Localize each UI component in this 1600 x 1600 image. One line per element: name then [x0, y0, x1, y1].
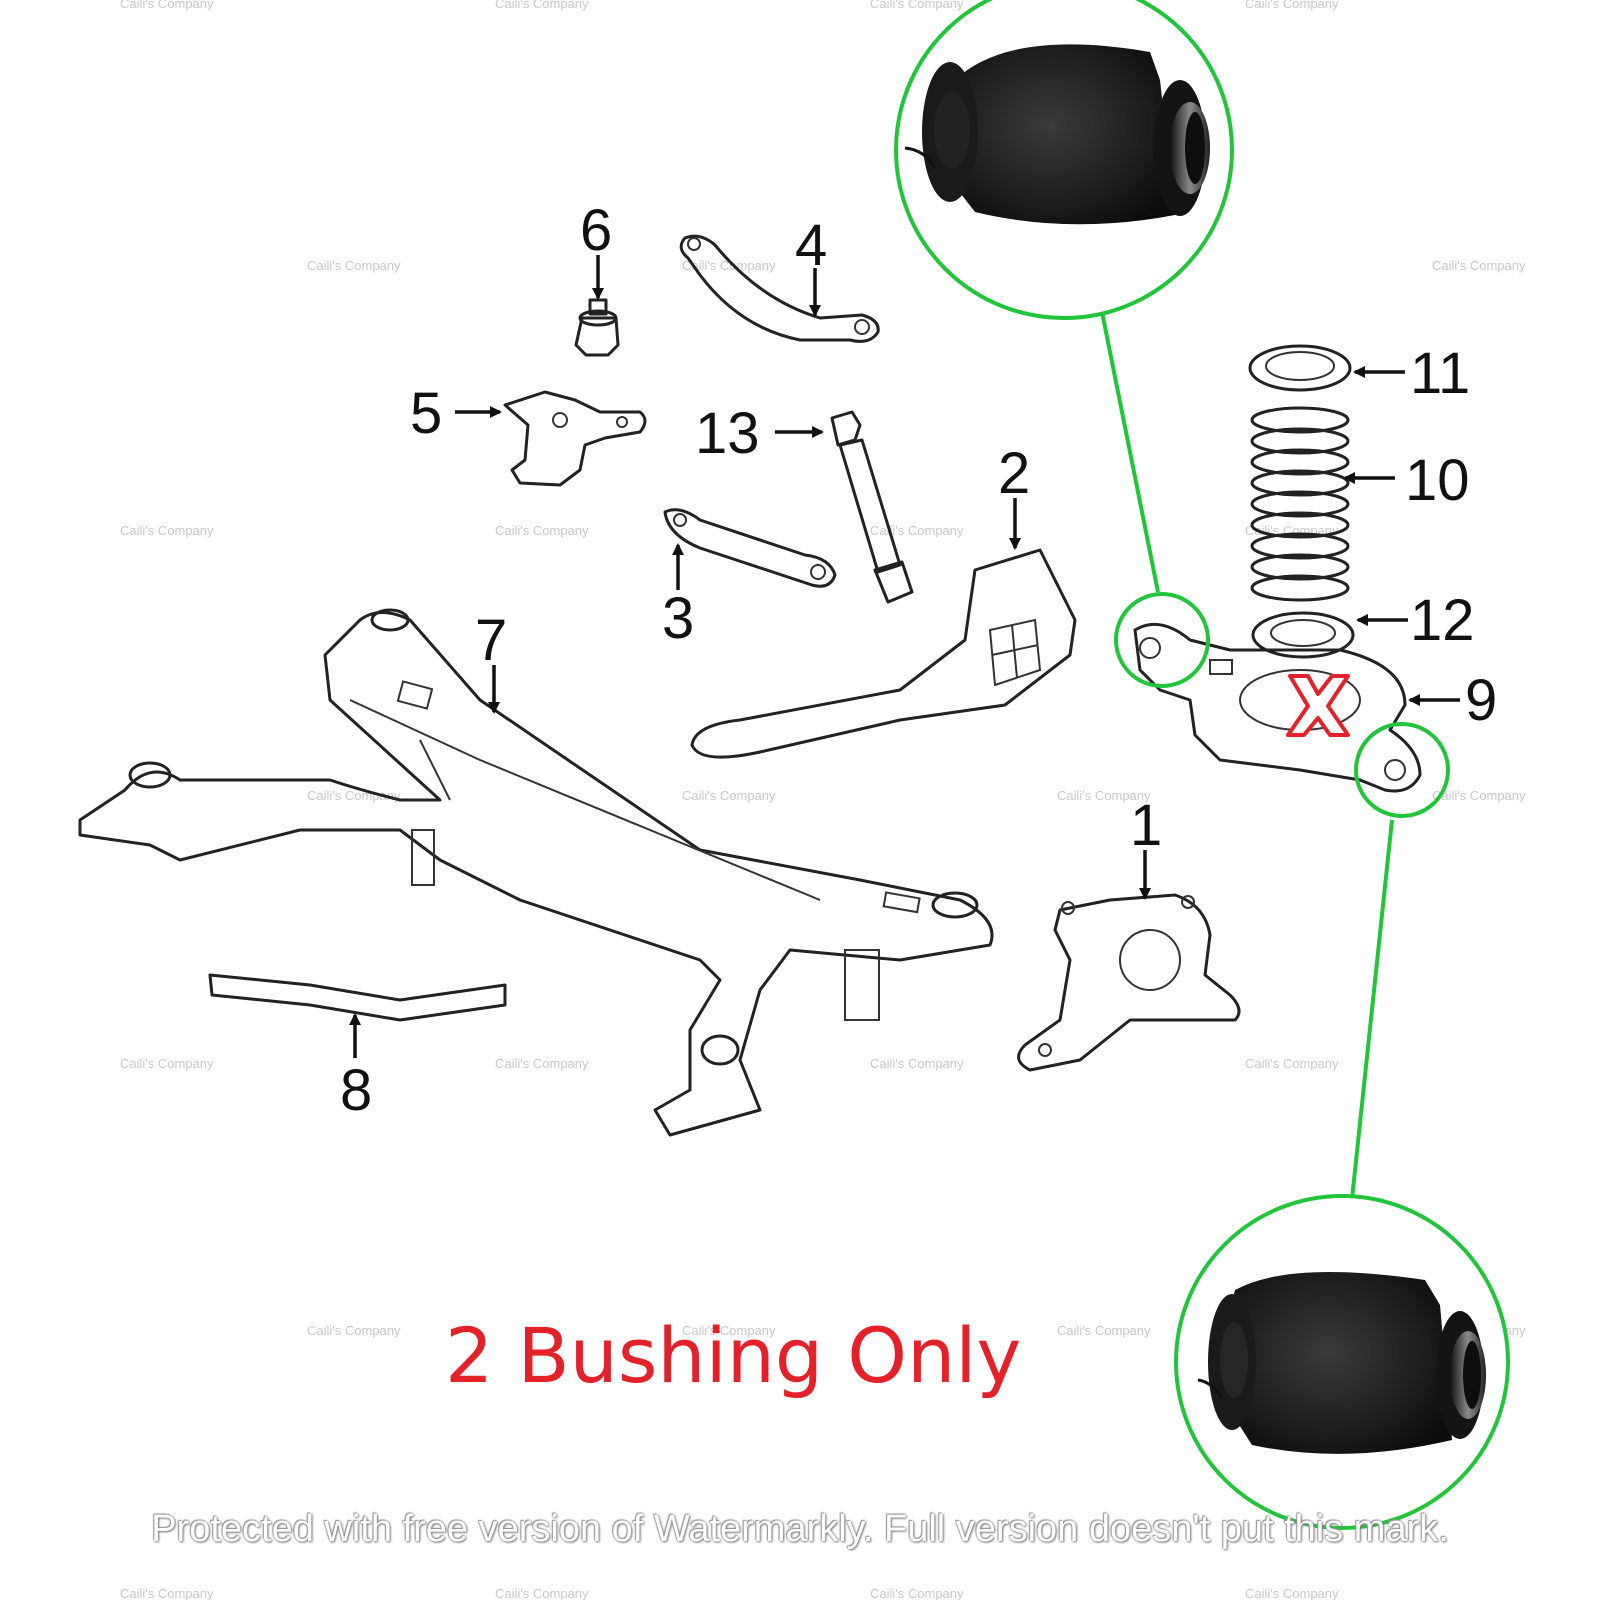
- part-4-upper-arm: [679, 234, 880, 343]
- watermark-label: Caili's Company: [1432, 788, 1526, 803]
- watermark-label: Caili's Company: [495, 523, 589, 538]
- watermark-label: Caili's Company: [120, 523, 214, 538]
- spring-coil: [1250, 406, 1350, 434]
- watermark-label: Caili's Company: [1432, 258, 1526, 273]
- spring-coil: [1250, 574, 1350, 602]
- bushing-photo-top: [894, 0, 1234, 320]
- part-7-subframe: [78, 608, 994, 1137]
- part-3-lateral-link: [663, 508, 837, 588]
- label-1: 1: [1130, 793, 1162, 858]
- part-8-brace: [208, 973, 507, 1022]
- part-6-mount-bushing: [574, 298, 620, 357]
- label-7: 7: [475, 608, 507, 673]
- watermark-label: Caili's Company: [1245, 0, 1339, 11]
- bushing-highlight-callouts: [1096, 291, 1450, 1219]
- spring-coil: [1250, 427, 1350, 455]
- spring-coil: [1250, 490, 1350, 518]
- spring-coil: [1250, 553, 1350, 581]
- label-11: 11: [1410, 341, 1470, 406]
- watermark-label: Caili's Company: [682, 1323, 776, 1338]
- watermark-label: Caili's Company: [870, 1586, 964, 1600]
- spring-coil: [1250, 448, 1350, 476]
- watermark-label: Caili's Company: [870, 0, 964, 11]
- watermark-label: Caili's Company: [307, 788, 401, 803]
- highlight-ring-front-mount: [1114, 592, 1210, 688]
- label-2: 2: [998, 441, 1030, 506]
- part-number-labels: 6 4 5 13 3 2 7 8 1 9 10 11 12: [340, 198, 1497, 1123]
- part-5-bracket: [503, 390, 647, 487]
- watermark-label: Caili's Company: [1245, 1586, 1339, 1600]
- label-6: 6: [580, 198, 612, 263]
- label-13: 13: [695, 401, 760, 466]
- watermark-label: Caili's Company: [682, 258, 776, 273]
- watermark-label: Caili's Company: [120, 0, 214, 11]
- label-10: 10: [1405, 448, 1470, 513]
- label-3: 3: [662, 586, 694, 651]
- label-8: 8: [340, 1058, 372, 1123]
- watermark-label: Caili's Company: [495, 1586, 589, 1600]
- part-1-hub-carrier: [1017, 893, 1241, 1072]
- bushing-photo-bottom: [1174, 1194, 1510, 1530]
- spring-coil: [1250, 532, 1350, 560]
- label-4: 4: [795, 213, 827, 278]
- x-mark-icon: [1286, 674, 1350, 737]
- watermark-label: Caili's Company: [495, 1056, 589, 1071]
- watermark-label: Caili's Company: [1057, 1323, 1151, 1338]
- watermark-label: Caili's Company: [870, 1056, 964, 1071]
- watermark-label: Caili's Company: [307, 1323, 401, 1338]
- part-12-spring-seat: [1251, 611, 1355, 659]
- spring-coil: [1250, 511, 1350, 539]
- label-12: 12: [1410, 588, 1475, 653]
- part-2-trailing-arm: [690, 548, 1077, 759]
- watermark-label: Caili's Company: [495, 0, 589, 11]
- part-13-shock-absorber: [830, 410, 914, 604]
- watermark-notice: Protected with free version of Watermark…: [151, 1508, 1449, 1550]
- watermark-label: Caili's Company: [1245, 1056, 1339, 1071]
- part-11-spring-seat: [1248, 344, 1352, 392]
- part-9-lower-control-arm: [1133, 622, 1422, 793]
- watermark-label: Caili's Company: [120, 1586, 214, 1600]
- watermark-label: Caili's Company: [682, 788, 776, 803]
- label-5: 5: [410, 381, 442, 446]
- part-10-coil-spring: [1250, 406, 1350, 602]
- watermark-label: Caili's Company: [307, 258, 401, 273]
- highlight-ring-rear-mount: [1354, 722, 1450, 818]
- watermark-label: Caili's Company: [870, 523, 964, 538]
- callout-arrows: [349, 255, 1460, 1058]
- watermark-label: Caili's Company: [1057, 788, 1151, 803]
- caption-bushing-only: 2 Bushing Only: [445, 1311, 1022, 1400]
- label-9: 9: [1465, 668, 1497, 733]
- watermark-label: Caili's Company: [120, 1056, 214, 1071]
- spring-coil: [1250, 469, 1350, 497]
